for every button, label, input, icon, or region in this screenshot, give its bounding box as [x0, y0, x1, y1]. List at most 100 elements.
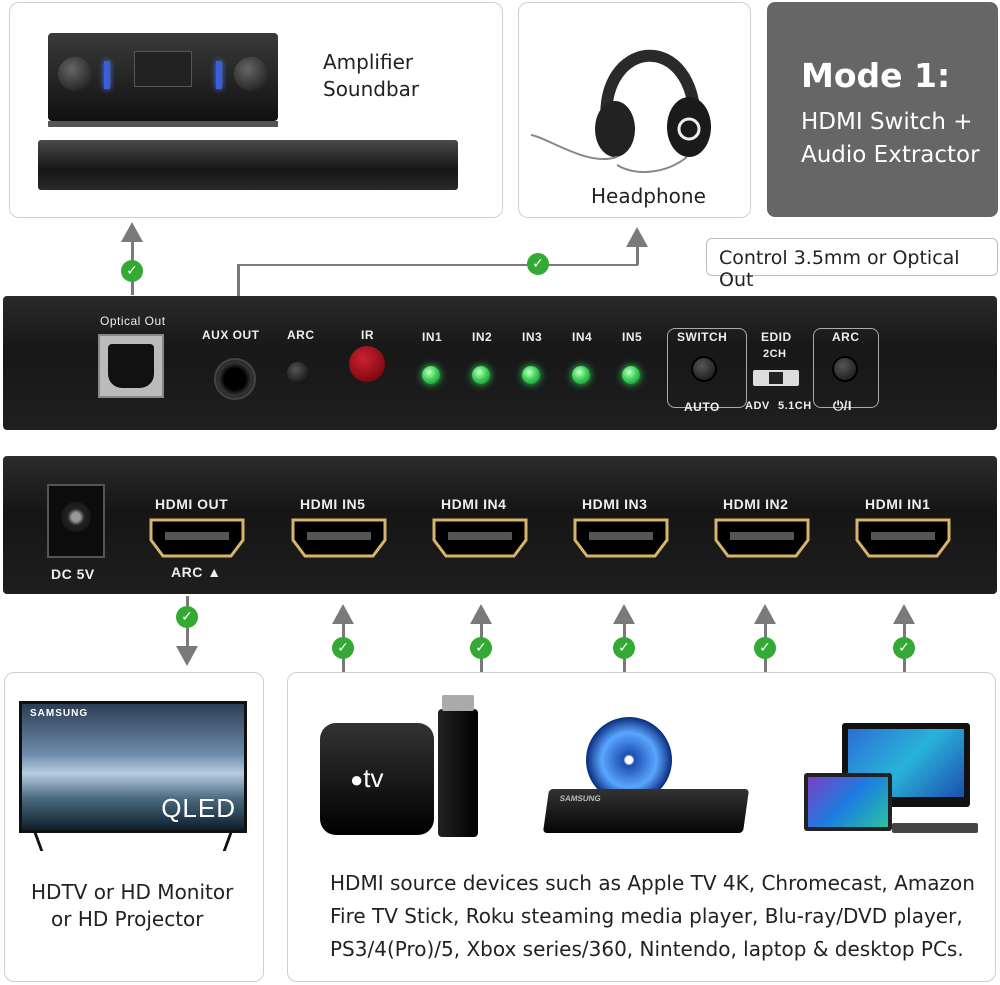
- input-label-1: IN1: [422, 330, 443, 344]
- headphone-card: Headphone: [518, 2, 751, 218]
- hdmi-in4-label: HDMI IN4: [441, 496, 507, 512]
- check-icon: ✓: [332, 637, 354, 659]
- mode-desc-2: Audio Extractor: [801, 142, 980, 168]
- input-label-3: IN3: [522, 330, 543, 344]
- input-led-2: [472, 366, 490, 384]
- mode-box: Mode 1: HDMI Switch + Audio Extractor: [767, 2, 998, 217]
- soundbar-label: Soundbar: [323, 77, 420, 101]
- bluray-disc-image: [586, 717, 672, 803]
- input-led-4: [572, 366, 590, 384]
- check-icon: ✓: [176, 606, 198, 628]
- hdmi-in5-label: HDMI IN5: [300, 496, 366, 512]
- up-arrow-icon: [754, 604, 776, 624]
- tv-stand: [27, 833, 239, 851]
- up-arrow-icon: [893, 604, 915, 624]
- tv-label-1: HDTV or HD Monitor: [31, 880, 234, 904]
- edid-label: EDID: [761, 330, 792, 344]
- up-arrow-icon: [613, 604, 635, 624]
- edid-51ch-label: 5.1CH: [778, 400, 812, 412]
- switch-group: [667, 328, 747, 408]
- hdmi-in2-label: HDMI IN2: [723, 496, 789, 512]
- hdmi-in1-label: HDMI IN1: [865, 496, 931, 512]
- up-arrow-icon: [332, 604, 354, 624]
- auto-label: AUTO: [684, 400, 720, 414]
- check-icon: ✓: [121, 260, 143, 282]
- check-icon: ✓: [754, 637, 776, 659]
- hdmi-out-label: HDMI OUT: [155, 496, 229, 512]
- connector-line: [636, 245, 639, 265]
- check-icon: ✓: [893, 637, 915, 659]
- edid-adv-label: ADV: [745, 400, 770, 412]
- input-label-2: IN2: [472, 330, 493, 344]
- tv-image: SAMSUNG QLED: [19, 701, 247, 833]
- edid-slider[interactable]: [753, 370, 799, 386]
- sources-desc-2: Fire TV Stick, Roku steaming media playe…: [330, 904, 963, 928]
- edid-2ch-label: 2CH: [763, 348, 787, 360]
- sources-card: ●tv SAMSUNG HDMI source devices such as …: [287, 672, 996, 982]
- input-led-1: [422, 366, 440, 384]
- headphone-label: Headphone: [591, 184, 706, 208]
- input-label-4: IN4: [572, 330, 593, 344]
- check-icon: ✓: [470, 637, 492, 659]
- tv-label-2: or HD Projector: [51, 907, 204, 931]
- apple-icon: ●: [350, 767, 364, 792]
- input-led-3: [522, 366, 540, 384]
- connector-line: [237, 264, 638, 266]
- laptop-image: [804, 773, 892, 831]
- apple-tv-logo: ●tv: [350, 763, 384, 794]
- arc-group: [813, 328, 879, 408]
- bluray-brand: SAMSUNG: [559, 794, 602, 803]
- connector-line: [237, 264, 240, 296]
- back-panel: DC 5V HDMI OUT HDMI IN5 HDMI IN4 HDMI IN…: [3, 456, 997, 594]
- hdmi-in2-port[interactable]: [714, 518, 810, 558]
- audio-devices-card: Amplifier Soundbar: [9, 2, 503, 218]
- hdmi-in5-port[interactable]: [291, 518, 387, 558]
- optical-out-label: Optical Out: [100, 314, 166, 328]
- check-icon: ✓: [613, 637, 635, 659]
- tv-screen-text: QLED: [161, 793, 236, 823]
- input-led-5: [622, 366, 640, 384]
- aux-out-jack[interactable]: [214, 358, 256, 400]
- dc-label: DC 5V: [51, 566, 95, 582]
- switch-label: SWITCH: [677, 330, 728, 344]
- hdmi-in3-label: HDMI IN3: [582, 496, 648, 512]
- check-icon: ✓: [527, 253, 549, 275]
- tv-card: SAMSUNG QLED HDTV or HD Monitor or HD Pr…: [4, 672, 264, 982]
- control-callout: Control 3.5mm or Optical Out: [706, 238, 998, 291]
- tv-brand: SAMSUNG: [30, 708, 89, 719]
- ir-sensor: [349, 346, 385, 382]
- arc-label: ARC: [287, 328, 315, 342]
- arc-right-label: ARC: [832, 330, 860, 344]
- up-arrow-icon: [121, 222, 143, 242]
- amplifier-image: [48, 33, 278, 127]
- soundbar-image: [38, 140, 458, 190]
- down-arrow-icon: [176, 646, 198, 666]
- bluray-player-image: SAMSUNG: [542, 789, 750, 833]
- headphone-icon: [530, 49, 711, 173]
- keyboard-image: [892, 823, 978, 833]
- up-arrow-icon: [626, 227, 648, 247]
- hdmi-out-port[interactable]: [149, 518, 245, 558]
- arc-button[interactable]: [832, 356, 858, 382]
- apple-tv-image: ●tv: [320, 723, 434, 835]
- arc-out-label: ARC ▲: [171, 564, 222, 580]
- hdmi-in1-port[interactable]: [855, 518, 951, 558]
- fire-stick-image: [438, 695, 478, 837]
- ir-label: IR: [361, 328, 374, 342]
- hdmi-in3-port[interactable]: [573, 518, 669, 558]
- arc-indicator: [287, 362, 309, 384]
- up-arrow-icon: [470, 604, 492, 624]
- mode-title: Mode 1:: [801, 56, 951, 95]
- apple-tv-text: tv: [363, 763, 384, 793]
- front-panel: Optical Out AUX OUT ARC IR IN1 IN2 IN3 I…: [3, 296, 997, 430]
- sources-desc-3: PS3/4(Pro)/5, Xbox series/360, Nintendo,…: [330, 937, 964, 961]
- optical-out-port[interactable]: [98, 334, 164, 398]
- hdmi-in4-port[interactable]: [432, 518, 528, 558]
- dc-jack[interactable]: [47, 484, 105, 558]
- sources-desc-1: HDMI source devices such as Apple TV 4K,…: [330, 871, 975, 895]
- amplifier-label: Amplifier: [323, 50, 414, 74]
- aux-out-label: AUX OUT: [202, 328, 260, 342]
- mode-desc-1: HDMI Switch +: [801, 109, 973, 135]
- input-label-5: IN5: [622, 330, 643, 344]
- switch-button[interactable]: [691, 356, 717, 382]
